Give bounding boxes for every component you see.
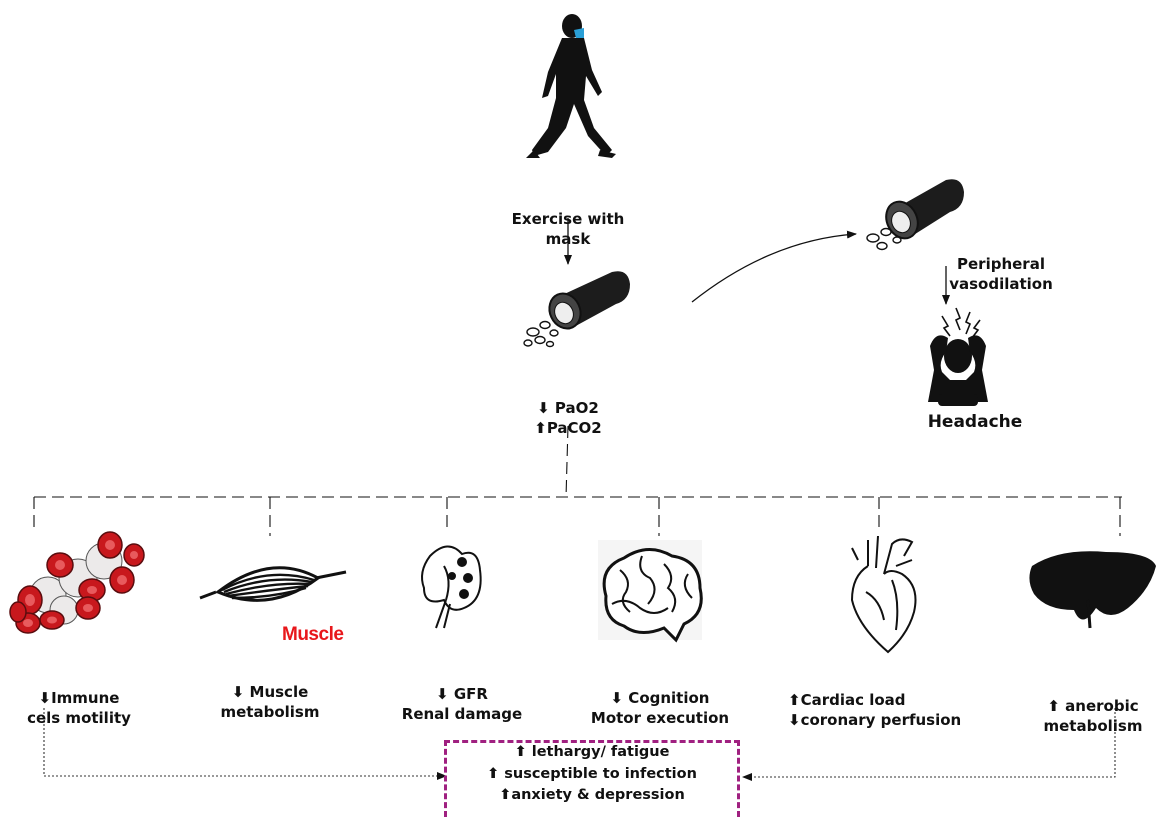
outcome-item: ⬆anxiety & depression <box>499 787 685 803</box>
muscle-icon <box>199 566 347 602</box>
headache-label: Headache <box>927 412 1023 432</box>
outcome-item: ⬆ lethargy/ fatigue <box>514 744 670 760</box>
heart-icon <box>850 535 917 654</box>
pain-lightning-icon <box>941 307 981 339</box>
blood-gas-label: ⬇ PaO2⬆PaCO2 <box>534 399 602 437</box>
blood-cells-icon <box>9 531 145 634</box>
muscle-overlay-text: Muscle <box>282 624 344 645</box>
brain-icon <box>598 540 703 643</box>
person-holding-head-icon <box>928 335 988 406</box>
mask-icon <box>574 28 584 38</box>
effect-label-heart: ⬆Cardiac load⬇coronary perfusion <box>788 691 962 729</box>
walking-person-with-mask-icon <box>526 14 616 158</box>
outcome-item: ⬆ susceptible to infection <box>487 765 697 782</box>
dotted-connectors <box>43 708 1116 778</box>
outcome-box <box>444 740 740 817</box>
arrow-bloodgas-to-vasodilation <box>691 230 857 303</box>
outcome-list: ⬆ lethargy/ fatigue ⬆ susceptible to inf… <box>444 742 740 807</box>
tree-connector <box>33 425 1122 536</box>
liver-icon <box>1029 551 1156 629</box>
kidney-icon <box>421 545 482 629</box>
blood-vessel-icon <box>866 179 964 251</box>
blood-vessel-icon <box>523 271 630 348</box>
